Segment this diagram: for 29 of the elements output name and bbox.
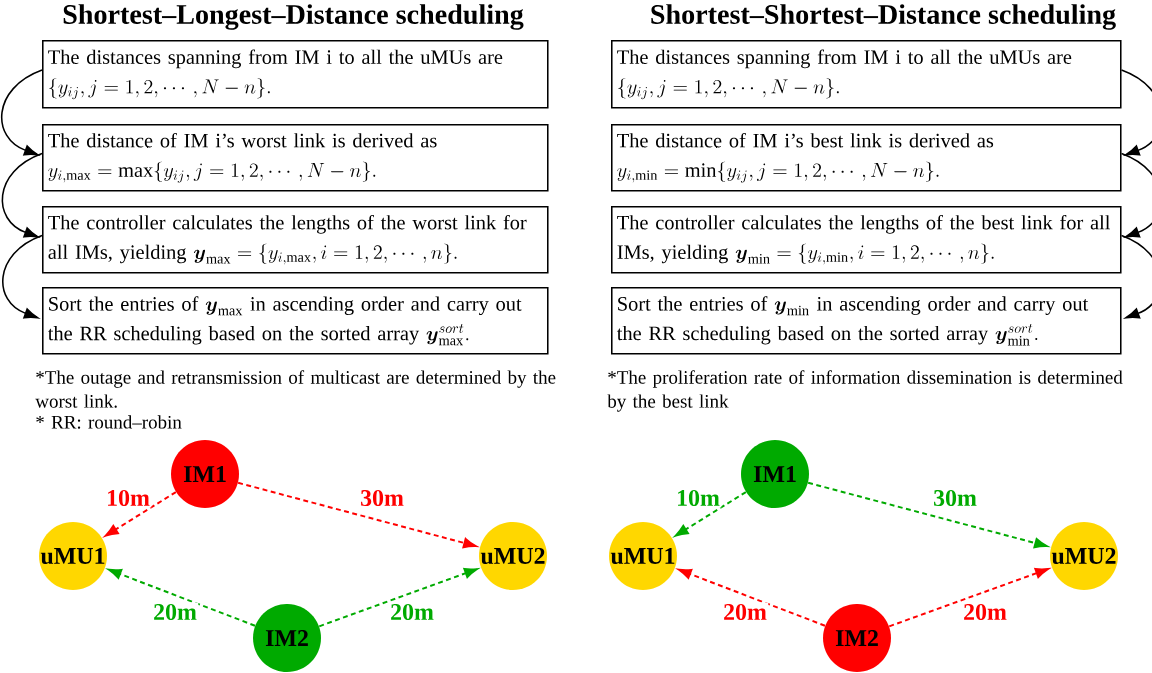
edge-label: 20m [961,602,1009,622]
process-box: The distances spanning from IM i to all the uMUs are $\{y_{ij}, j=1,2,\cdots,N-n\}.$ [611,40,1122,109]
edge-label: 10m [674,488,722,508]
process-box: Sort the entries of $\boldsymbol{y}_{\max}$ in ascending order and carry out the RR scheduling based on the sorted array $\boldsymbol{y}_{\max}^{sort}.$ [42,287,549,355]
process-box: The distances spanning from IM i to all the uMUs are $\{y_{ij}, j=1,2,\cdots,N-n\}.$ [42,40,549,109]
curved-arrow [1,69,43,156]
process-box: The distance of IM i’s worst link is derived as $y_{i,\max}=\max\{y_{ij}, j=1,2,\cdots,N-n\}.$ [42,124,549,192]
dashed-arrow [104,491,177,537]
dashed-arrow [674,491,747,537]
edge-label: 30m [358,488,406,508]
curved-arrow [2,234,43,319]
curved-arrow [1,152,43,238]
curved-arrow [1120,152,1152,238]
edge-label: 30m [931,488,979,508]
edge-label: 10m [104,488,152,508]
process-box: Sort the entries of $\boldsymbol{y}_{\min}$ in ascending order and carry out the RR scheduling based on the sorted array $\boldsymbol{y}_{\min}^{sort}.$ [611,287,1122,355]
footnote: *The outage and retransmission of multicast are determined by the worst link. [35,370,556,408]
dashed-arrow [807,481,1048,549]
dashed-arrow [318,568,478,628]
footnote: * RR: round–robin [36,415,182,429]
curved-arrow [1120,69,1152,156]
dashed-arrow [888,568,1049,628]
process-box: The distance of IM i’s best link is derived as $y_{i,\min}=\min\{y_{ij}, j=1,2,\cdots,N-n\}.$ [611,124,1122,192]
curved-arrow [1120,234,1152,319]
edge-label: 20m [388,602,436,622]
process-box: The controller calculates the lengths of the worst link for all IMs, yielding $\boldsymbol{y}_{\max}=\{y_{i,\max}, i=1,2,\cdots,n\}.$ [42,206,549,274]
footnote: *The proliferation rate of information dissemination is determined by the best link [607,370,1123,412]
dashed-arrow [237,481,477,549]
process-box: The controller calculates the lengths of the best link for all IMs, yielding $\boldsymbol{y}_{\min}=\{y_{i,\min}, i=1,2,\cdots,n\}.$ [611,206,1122,274]
